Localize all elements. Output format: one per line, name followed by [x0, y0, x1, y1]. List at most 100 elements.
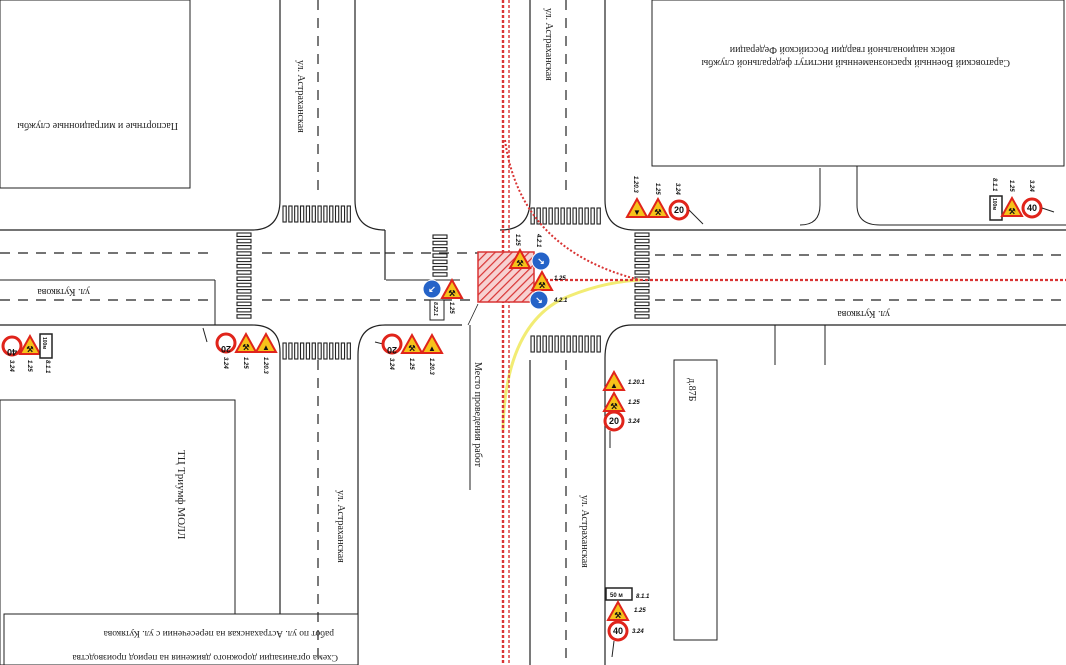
crosswalk-stripe — [236, 276, 252, 282]
svg-text:3.24: 3.24 — [388, 358, 394, 370]
crosswalk-stripe — [236, 301, 252, 307]
svg-text:20: 20 — [221, 344, 231, 354]
svg-text:1.25: 1.25 — [448, 302, 454, 314]
detour-paths — [501, 0, 1066, 665]
svg-text:40: 40 — [613, 626, 623, 636]
street-label-ne: ул. Астраханская — [543, 8, 554, 81]
road-works-icon: ⚒ — [242, 343, 249, 352]
svg-text:↘: ↘ — [537, 256, 545, 266]
crosswalk-stripe — [566, 335, 571, 353]
crosswalk-stripe — [432, 253, 448, 258]
crosswalk-stripe — [236, 263, 252, 269]
sign-group-se-far: 50 м ⚒ 40 8.1.1 1.25 3.24 — [605, 587, 650, 658]
svg-text:▼: ▼ — [633, 208, 641, 217]
crosswalk-stripe — [323, 342, 328, 360]
crosswalk-se — [530, 335, 601, 353]
crosswalk-stripe — [432, 265, 448, 271]
crosswalk-stripe — [236, 307, 252, 313]
svg-text:⚒: ⚒ — [26, 345, 33, 354]
crosswalk-stripe — [236, 282, 252, 288]
crosswalk-stripe — [340, 342, 346, 360]
distance-plate — [39, 333, 53, 359]
street-label-nw: ул. Астраханская — [295, 60, 306, 133]
building-87b-label: д.87Б — [686, 378, 697, 402]
street-label-e: ул. Кутякова — [837, 308, 890, 319]
sign-group-ne-corner: ▼ ⚒ 20 1.20.3 1.25 3.24 — [625, 176, 704, 225]
crosswalk-stripe — [299, 342, 305, 360]
svg-text:4.2.1: 4.2.1 — [535, 233, 541, 248]
crosswalk-stripe — [432, 234, 448, 240]
crosswalk-stripe — [317, 342, 322, 360]
svg-text:⚒: ⚒ — [610, 402, 617, 411]
crosswalk-stripe — [288, 342, 293, 360]
crosswalk-stripe — [634, 257, 650, 263]
crosswalk-stripe — [634, 238, 650, 244]
crosswalk-stripe — [236, 295, 252, 300]
svg-text:1.25: 1.25 — [514, 234, 520, 246]
svg-text:1.20.3: 1.20.3 — [632, 176, 638, 193]
svg-text:▲: ▲ — [610, 381, 618, 390]
svg-text:1.25: 1.25 — [408, 358, 414, 370]
crosswalk-w — [236, 232, 252, 319]
barrier-curve-ne — [504, 139, 641, 281]
svg-text:⚒: ⚒ — [538, 281, 545, 290]
crosswalk-stripe — [236, 257, 252, 263]
crosswalk-stripe — [584, 335, 589, 353]
svg-text:8.22.1: 8.22.1 — [432, 302, 438, 316]
svg-text:1.25: 1.25 — [654, 183, 660, 195]
crosswalk-stripe — [236, 270, 252, 275]
svg-text:3.24: 3.24 — [674, 183, 680, 195]
work-place-label: Место проведения работ — [472, 362, 483, 468]
crosswalk-sw — [282, 342, 351, 360]
sign-group-zone-west: ↙ ⚒ 8.22.1 1.25 — [422, 277, 464, 321]
svg-text:↘: ↘ — [535, 295, 543, 305]
svg-text:3.24: 3.24 — [222, 357, 228, 369]
crosswalk-stripe — [282, 342, 287, 360]
svg-text:3.24: 3.24 — [632, 629, 644, 635]
svg-text:3.24: 3.24 — [628, 419, 640, 425]
sign-group-zone-east: ⚒ ↘ ⚒ ↘ 1.25 4.2.1 1.25 4.2.1 — [508, 233, 568, 310]
svg-text:⚒: ⚒ — [516, 259, 523, 268]
keep-right-sign — [529, 290, 549, 310]
crosswalk-stripe — [590, 335, 595, 353]
caption-line-1: Схема организации дорожного движения на … — [72, 652, 338, 662]
street-label-w: ул. Кутякова — [37, 286, 90, 297]
keep-right-sign — [531, 251, 551, 271]
crosswalk-stripe — [236, 314, 252, 319]
crosswalk-stripe — [323, 205, 328, 223]
crosswalk-stripe — [596, 335, 601, 353]
caption-line-2: работ по ул. Астраханская на пересечении… — [103, 628, 334, 639]
crosswalk-stripe — [432, 272, 448, 277]
crosswalk-stripe — [432, 240, 448, 246]
crosswalk-stripe — [578, 207, 583, 225]
crosswalk-stripe — [634, 289, 650, 294]
svg-text:⚒: ⚒ — [408, 344, 415, 353]
crosswalk-stripe — [329, 342, 334, 360]
crosswalk-stripe — [536, 335, 541, 353]
crosswalk-stripe — [572, 335, 577, 353]
svg-text:3.24: 3.24 — [1028, 180, 1034, 192]
crosswalk-stripe — [530, 207, 535, 225]
crosswalk-stripe — [634, 295, 650, 300]
svg-text:⚒: ⚒ — [654, 208, 661, 217]
svg-text:40: 40 — [7, 347, 17, 357]
svg-text:1.25: 1.25 — [26, 360, 32, 372]
passport-office-label: Паспортные и миграционные службы — [17, 120, 178, 131]
crosswalk-stripe — [554, 335, 559, 353]
crosswalk-stripe — [572, 207, 577, 225]
crosswalk-nw — [282, 205, 351, 223]
crosswalk-stripe — [634, 251, 650, 256]
road-works-sign — [18, 333, 42, 355]
sign-group-w-far: 40 ⚒ 100м 3.24 1.25 8.1.1 — [1, 333, 53, 374]
crosswalk-stripe — [542, 207, 547, 225]
road-works-sign — [234, 331, 258, 353]
street-label-se: ул. Астраханская — [579, 495, 590, 568]
svg-text:40: 40 — [1027, 203, 1037, 213]
keep-right-sign — [422, 279, 442, 299]
crosswalk-stripe — [305, 342, 311, 360]
crosswalk-stripe — [548, 335, 553, 353]
detour-curve — [501, 278, 641, 431]
crosswalk-stripe — [340, 205, 346, 223]
